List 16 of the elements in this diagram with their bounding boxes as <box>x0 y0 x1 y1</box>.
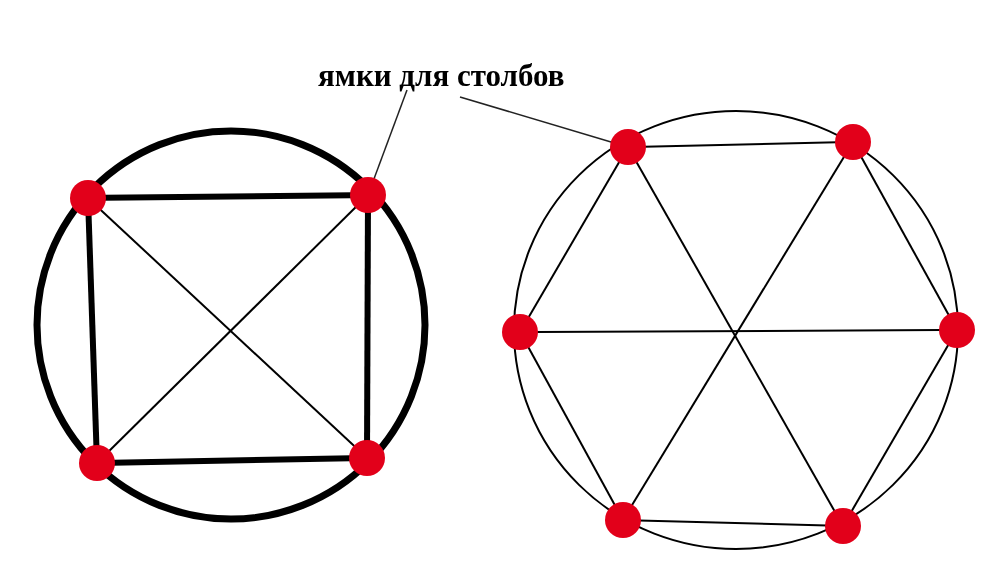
post-hole-dot <box>835 124 871 160</box>
leader-line <box>372 89 408 181</box>
post-hole-dot <box>502 314 538 350</box>
post-hole-dot <box>349 440 385 476</box>
post-hole-dot <box>939 312 975 348</box>
post-hole-dot <box>610 129 646 165</box>
post-hole-dot <box>79 445 115 481</box>
line <box>364 211 371 442</box>
line <box>85 213 100 448</box>
post-hole-dot <box>70 180 106 216</box>
post-hole-dot <box>825 508 861 544</box>
post-hole-dot <box>350 177 386 213</box>
callout-label: ямки для столбов <box>318 58 565 94</box>
line <box>859 155 951 317</box>
post-hole-dot <box>605 502 641 538</box>
line <box>526 345 617 507</box>
